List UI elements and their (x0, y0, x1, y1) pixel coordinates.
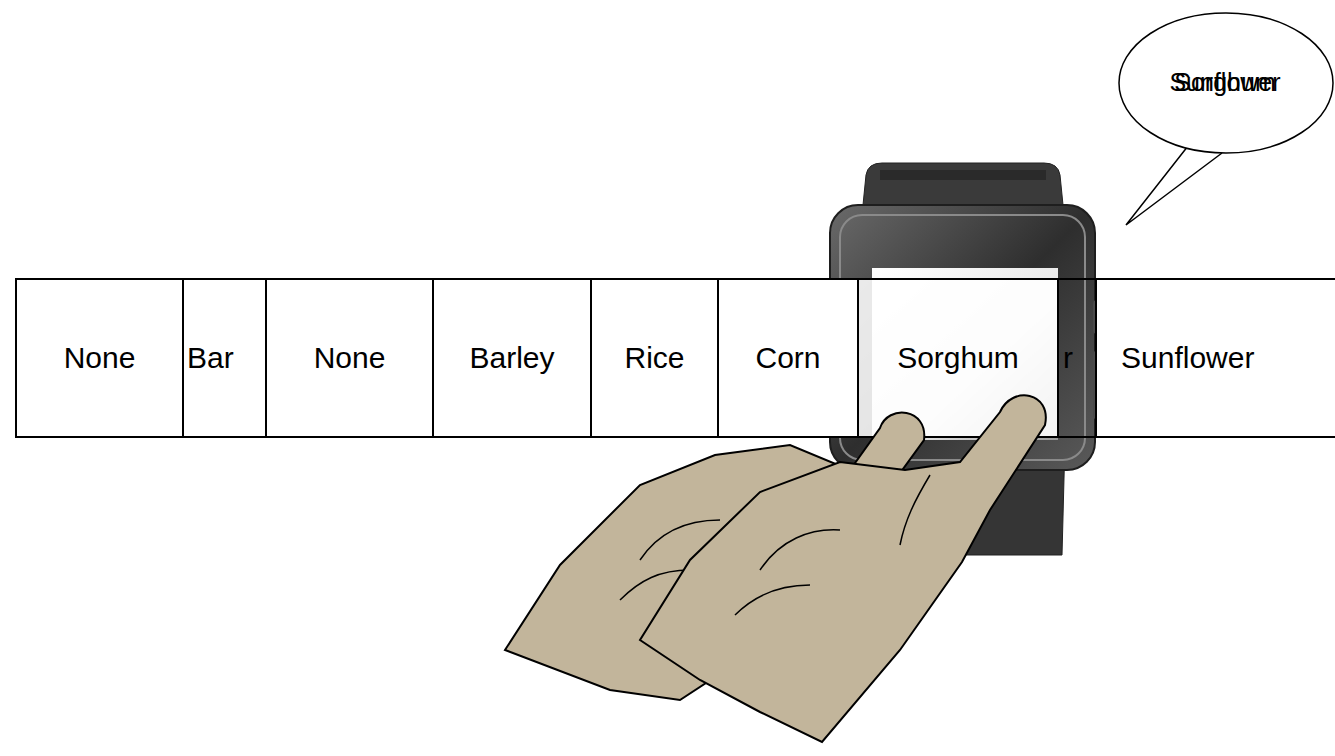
option-cell: None (265, 278, 434, 438)
option-label: r (1063, 341, 1073, 375)
option-label: None (314, 341, 386, 375)
option-cell: Sunflower (1095, 278, 1335, 438)
knuckle-line (620, 520, 720, 600)
watch-bezel (840, 215, 1085, 460)
speech-bubble: SorghumSunflower (1110, 8, 1335, 230)
hand (505, 413, 924, 700)
bubble-tail (1126, 146, 1222, 225)
spoken-label: Sunflower (1110, 68, 1335, 97)
option-label: Bar (187, 341, 234, 375)
option-cell: Bar (182, 278, 267, 438)
option-label: None (64, 341, 136, 375)
option-label: Corn (755, 341, 820, 375)
hand (640, 395, 1046, 742)
knuckle-line (735, 475, 930, 615)
band-groove (880, 170, 1046, 180)
watch-case (830, 205, 1095, 470)
option-cell: r (1057, 278, 1097, 438)
selected-cell: Sorghum (857, 278, 1059, 438)
option-label: Barley (469, 341, 554, 375)
option-cell: Rice (590, 278, 719, 438)
bubble-outline (1110, 8, 1335, 230)
option-cell: Corn (717, 278, 859, 438)
option-label: Sorghum (897, 341, 1019, 375)
option-label: Rice (624, 341, 684, 375)
option-cell: None (15, 278, 184, 438)
option-label: Sunflower (1121, 341, 1254, 375)
option-cell: Barley (432, 278, 592, 438)
